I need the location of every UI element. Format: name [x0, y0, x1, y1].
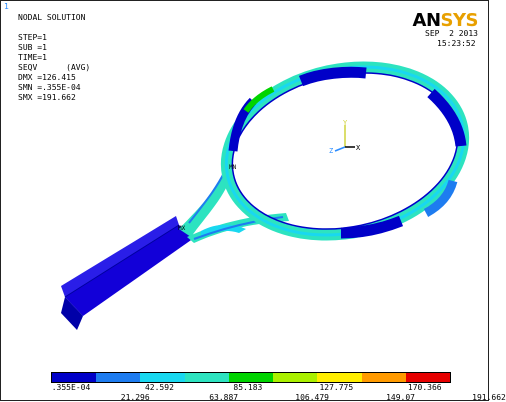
legend-label: .355E-04: [51, 383, 91, 392]
legend-swatch: [184, 373, 229, 382]
axis-triad: Y X Z: [329, 119, 361, 155]
contour-legend-bar: [51, 372, 451, 383]
max-marker: MX: [178, 225, 186, 232]
plot-title: NODAL SOLUTION: [18, 13, 86, 22]
axis-x-label: X: [356, 144, 361, 152]
legend-swatch: [273, 373, 318, 382]
window-number: 1: [4, 2, 9, 11]
legend-swatch: [361, 373, 406, 382]
ansys-logo: ANSYS: [412, 10, 479, 31]
legend-label: 149.07: [386, 393, 415, 402]
legend-swatch: [228, 373, 274, 382]
racket-head: [220, 61, 470, 241]
legend-label: 85.183: [233, 383, 263, 392]
axis-y-label: Y: [343, 119, 348, 127]
legend-label: 21.296: [120, 393, 150, 402]
legend-swatch: [52, 373, 97, 382]
legend-label: 63.887: [209, 393, 239, 402]
plot-time: 15:23:52: [437, 39, 476, 48]
axis-z-label: Z: [329, 147, 333, 155]
legend-label: 170.366: [407, 383, 442, 392]
plot-date: SEP 2 2013: [425, 29, 478, 38]
info-sub: SUB =1: [18, 43, 47, 52]
legend-swatch: [405, 373, 450, 382]
legend-label: 127.775: [319, 383, 354, 392]
info-time: TIME=1: [18, 53, 47, 62]
legend-swatch: [96, 373, 141, 382]
info-smx: SMX =191.662: [18, 93, 76, 102]
info-smn: SMN =.355E-04: [18, 83, 81, 92]
info-dmx: DMX =126.415: [18, 73, 76, 82]
racket-handle: [61, 216, 194, 330]
legend-swatch: [140, 373, 185, 382]
legend-swatch: [317, 373, 362, 382]
info-result: SEQV (AVG): [18, 63, 91, 72]
min-marker: MN: [229, 164, 237, 171]
legend-label: 106.479: [295, 393, 329, 402]
racket-model[interactable]: MN MX Y X Z: [1, 1, 488, 366]
info-step: STEP=1: [18, 33, 47, 42]
legend-label: 42.592: [144, 383, 174, 392]
legend-label: 191.662: [472, 393, 506, 402]
